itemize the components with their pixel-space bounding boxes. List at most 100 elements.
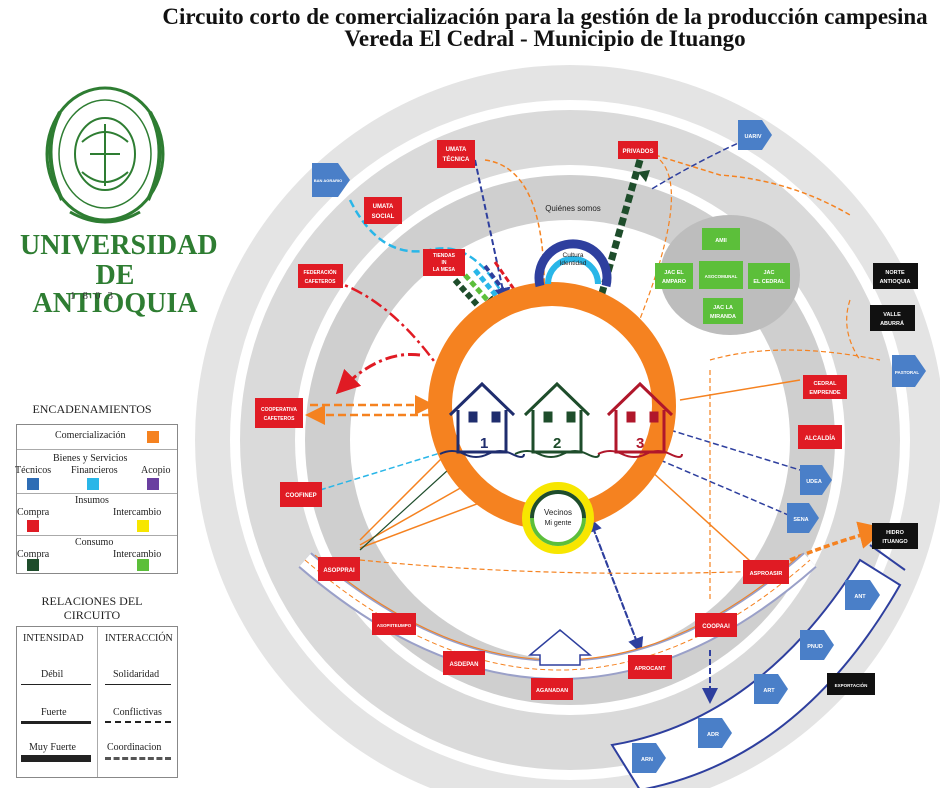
svg-text:AGANADAN: AGANADAN	[536, 688, 568, 694]
house-1-icon: 1	[439, 381, 525, 458]
svg-text:JAC EL: JAC EL	[664, 270, 684, 276]
vecinos-badge: Vecinos Mi gente	[522, 482, 594, 554]
asproasir-box[interactable]: ASPROASIR	[743, 560, 789, 584]
intensidad-label: INTENSIDAD	[23, 633, 84, 644]
insumos-label: Insumos	[75, 495, 109, 506]
art-arrow[interactable]: ART	[754, 674, 788, 704]
uariv-arrow[interactable]: UARIV	[738, 120, 772, 150]
quienes-somos-badge: Quiénes somos Cultura Identidad	[534, 204, 612, 288]
coofinep-box[interactable]: COOFINEP	[280, 482, 322, 507]
financieros-label: Financieros	[71, 465, 118, 476]
comercializacion-label: Comercialización	[55, 430, 126, 441]
svg-text:TÉCNICA: TÉCNICA	[443, 155, 470, 163]
udea-arrow[interactable]: UDEA	[800, 465, 832, 495]
acopio-label: Acopio	[141, 465, 171, 476]
svg-text:PASTORAL: PASTORAL	[895, 370, 920, 375]
svg-text:UMATA: UMATA	[373, 204, 394, 210]
svg-text:HIDRO: HIDRO	[886, 530, 904, 536]
agandan-box[interactable]: AGANADAN	[531, 678, 573, 700]
insumos-intercambio-label: Intercambio	[113, 507, 162, 518]
university-name-line-1: UNIVERSIDAD	[20, 230, 218, 261]
encadenamientos-box: Comercialización Bienes y Servicios Técn…	[15, 424, 178, 574]
fuerte-line	[21, 721, 91, 724]
svg-text:FEDERACIÓN: FEDERACIÓN	[303, 268, 336, 276]
svg-text:ITUANGO: ITUANGO	[882, 539, 908, 545]
aprocant-box[interactable]: APROCANT	[628, 655, 672, 679]
svg-text:ALCALDÍA: ALCALDÍA	[805, 434, 836, 442]
pnud-arrow[interactable]: PNUD	[800, 630, 834, 660]
vecinos-label: Vecinos	[544, 508, 572, 517]
debil-line	[21, 684, 91, 685]
exportacion-box[interactable]: EXPORTACIÓN	[827, 673, 875, 695]
svg-text:ASPROASIR: ASPROASIR	[750, 571, 783, 577]
svg-text:COOPERATIVA: COOPERATIVA	[261, 407, 297, 413]
svg-text:SOCIAL: SOCIAL	[372, 214, 395, 220]
ant-arrow[interactable]: ANT	[845, 580, 880, 610]
coopaai-box[interactable]: COOPAAI	[695, 613, 737, 637]
svg-text:MIRANDA: MIRANDA	[710, 314, 736, 320]
adr-arrow[interactable]: ADR	[698, 718, 732, 748]
encadenamientos-title: ENCADENAMIENTOS	[32, 402, 152, 416]
amii-box[interactable]: AMII	[702, 228, 740, 250]
muy-fuerte-label: Muy Fuerte	[29, 742, 76, 753]
svg-text:IN: IN	[442, 260, 447, 266]
title-line-2: Vereda El Cedral - Municipio de Ituango	[344, 26, 746, 51]
university-year: 1803	[70, 290, 120, 302]
svg-text:EL CEDRAL: EL CEDRAL	[753, 279, 785, 285]
bancagrario-arrow[interactable]: BAN AGRARIO	[312, 163, 350, 197]
svg-text:UARIV: UARIV	[744, 134, 761, 140]
house-2-icon: 2	[514, 381, 600, 458]
svg-text:ADR: ADR	[707, 732, 719, 738]
insumos-compra-label: Compra	[17, 507, 50, 518]
title-line-1: Circuito corto de comercialización para …	[162, 4, 928, 29]
privados-box[interactable]: PRIVADOS	[618, 141, 658, 159]
coordinacion-line	[105, 757, 171, 760]
asopprai-box[interactable]: ASOPPRAI	[318, 557, 360, 581]
conflictivas-label: Conflictivas	[113, 707, 162, 718]
svg-text:NORTE: NORTE	[885, 270, 905, 276]
sena-arrow[interactable]: SENA	[787, 503, 819, 533]
relaciones-title-2: CIRCUITO	[63, 608, 121, 622]
consumo-label: Consumo	[75, 537, 114, 548]
asopiteumpo-box[interactable]: ASOPIITEUMPO	[372, 613, 416, 635]
comercializacion-swatch	[147, 431, 159, 443]
actors-blue: BAN AGRARIO UARIV PASTORAL UDEA SENA ANT…	[312, 120, 926, 773]
coordinacion-label: Coordinacion	[107, 742, 162, 753]
umata-social-box[interactable]: UMATA SOCIAL	[364, 197, 402, 224]
consumo-intercambio-swatch	[137, 559, 149, 571]
svg-text:COOPAAI: COOPAAI	[702, 624, 730, 630]
svg-text:AMPARO: AMPARO	[662, 279, 687, 285]
svg-text:AMII: AMII	[715, 238, 727, 244]
svg-text:COOFINEP: COOFINEP	[285, 493, 316, 499]
jac-amparo-box[interactable]: JAC EL AMPARO	[655, 263, 693, 289]
house-3-number: 3	[636, 435, 644, 452]
svg-text:ASOCOMUNAL: ASOCOMUNAL	[705, 274, 738, 279]
svg-text:ARN: ARN	[641, 757, 653, 763]
diagram-title: Circuito corto de comercialización para …	[150, 4, 940, 51]
pastoral-arrow[interactable]: PASTORAL	[892, 355, 926, 387]
house-3-icon: 3	[597, 381, 683, 458]
svg-text:PNUD: PNUD	[807, 644, 823, 650]
asocomunal-box[interactable]: ASOCOMUNAL	[699, 261, 743, 289]
asdepan-box[interactable]: ASDEPAN	[443, 651, 485, 675]
quienes-somos-label: Quiénes somos	[545, 204, 601, 213]
svg-text:ASOPIITEUMPO: ASOPIITEUMPO	[377, 623, 412, 628]
svg-text:SENA: SENA	[793, 517, 808, 523]
bienes-servicios-label: Bienes y Servicios	[53, 453, 128, 464]
university-name-line-2: DE ANTIOQUIA	[32, 260, 198, 319]
arn-arrow[interactable]: ARN	[632, 743, 666, 773]
hidroituango-box[interactable]: HIDRO ITUANGO	[872, 523, 918, 549]
alcaldia-box[interactable]: ALCALDÍA	[798, 425, 842, 449]
